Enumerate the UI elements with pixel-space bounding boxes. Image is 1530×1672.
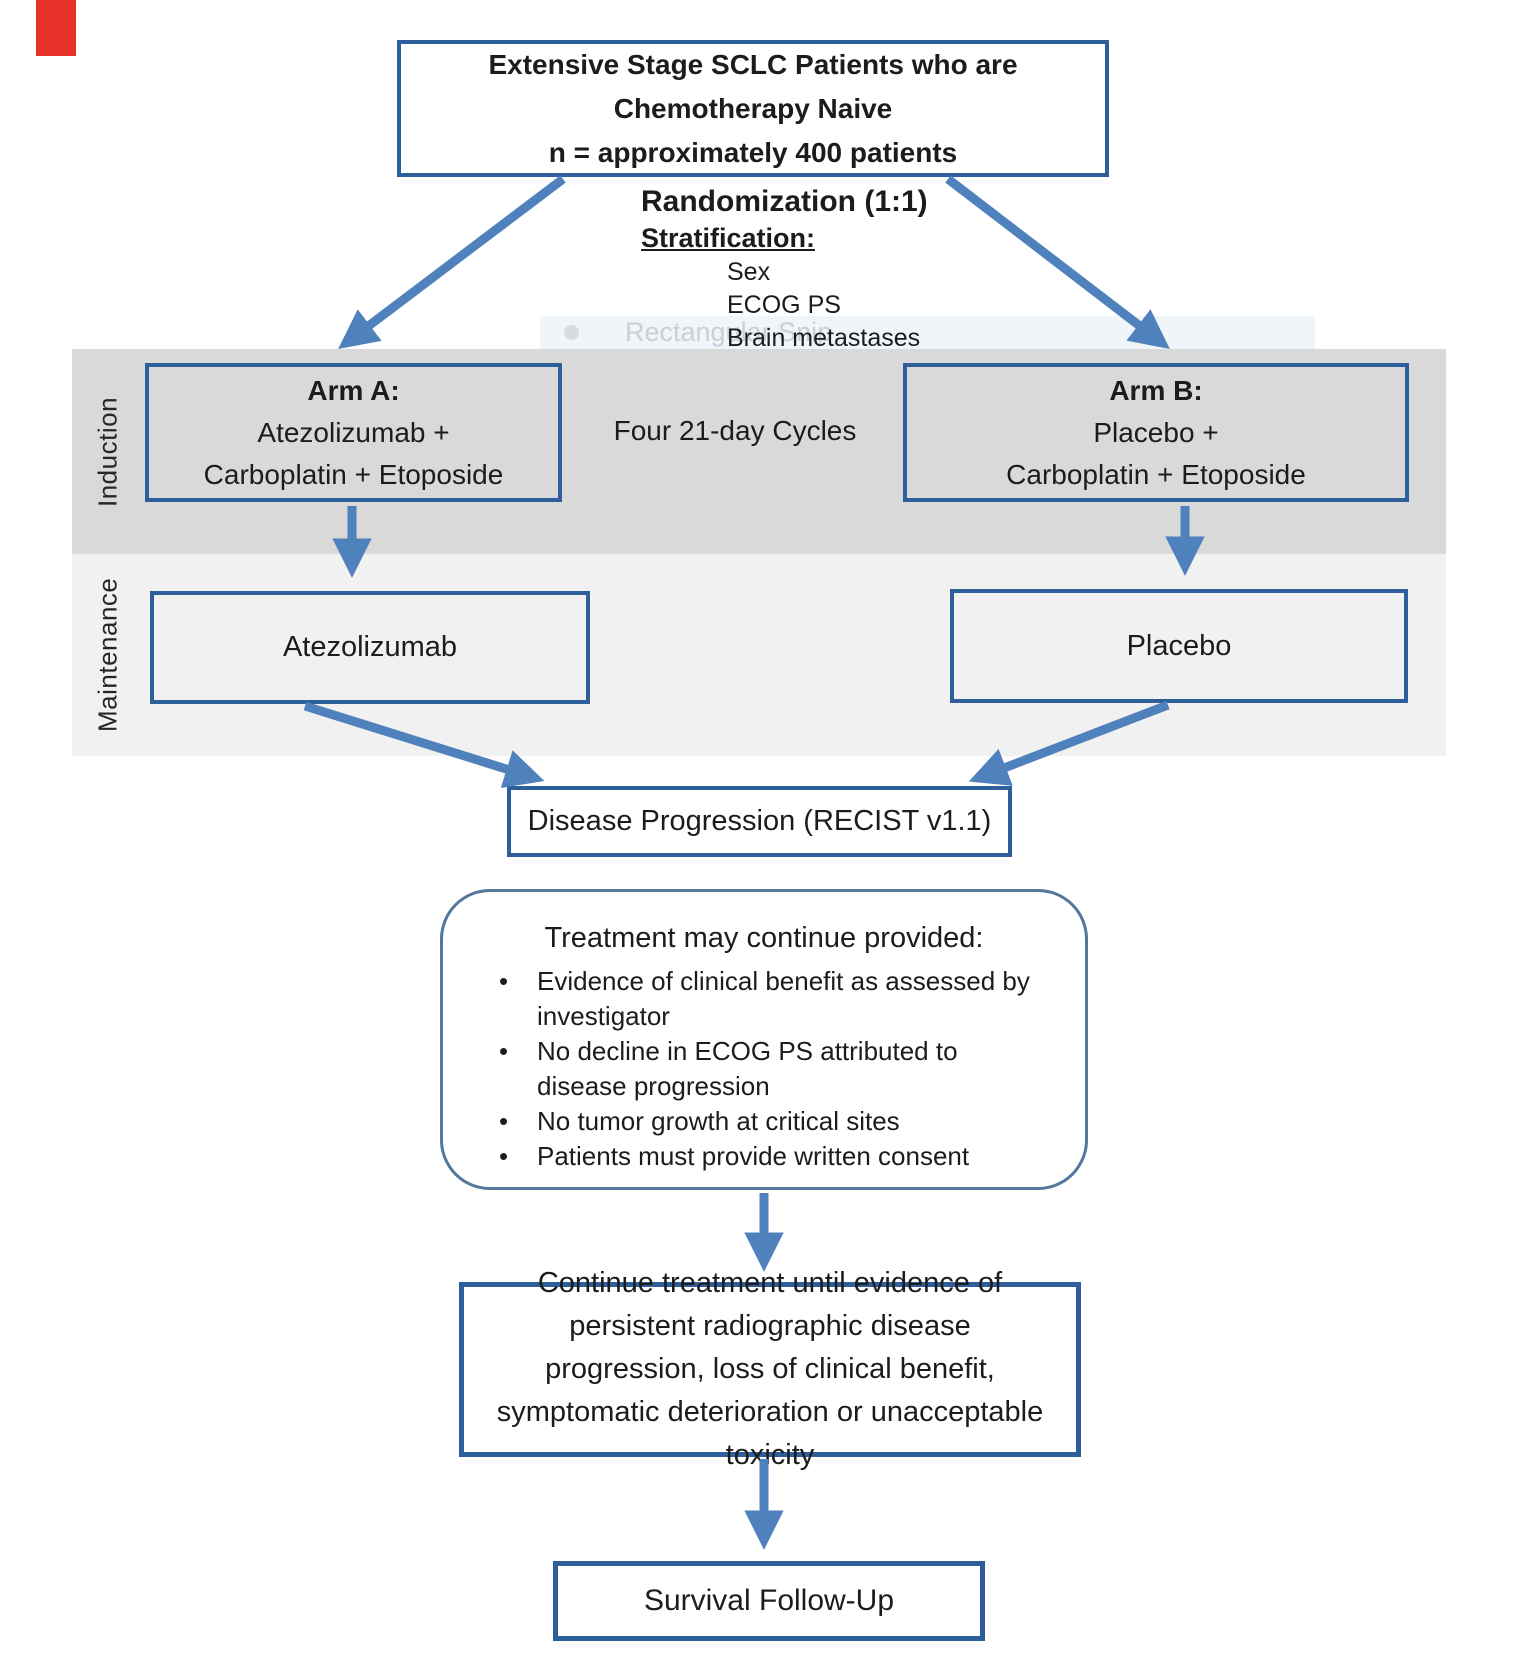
maintenance-atezolizumab-box: Atezolizumab: [150, 591, 590, 704]
bullet-icon: •: [499, 1141, 509, 1171]
arm-a-line-2: Carboplatin + Etoposide: [203, 458, 504, 490]
bullet-icon: •: [499, 1036, 509, 1066]
survival-followup-label: Survival Follow-Up: [643, 1584, 895, 1617]
snip-artifact-label: Rectangular Snip: [625, 317, 833, 347]
continue-treatment-box: Continue treatment until evidence of per…: [459, 1267, 1081, 1471]
list-item: • No tumor growth at critical sites: [443, 1104, 1085, 1139]
continue-treatment-text: Continue treatment until evidence of per…: [496, 1267, 1044, 1471]
stratification-label: Stratification:: [641, 223, 816, 253]
randomization-title: Randomization (1:1): [641, 185, 928, 218]
list-item: • No decline in ECOG PS attributed to di…: [443, 1034, 1085, 1104]
arm-a-induction-box: Arm A: Atezolizumab + Carboplatin + Etop…: [145, 363, 562, 502]
enrollment-line-1: Extensive Stage SCLC Patients who are: [488, 48, 1018, 80]
snip-icon: [564, 325, 579, 340]
cycles-label: Four 21-day Cycles: [613, 415, 857, 446]
arm-b-induction-box: Arm B: Placebo + Carboplatin + Etoposide: [903, 363, 1409, 502]
bullet-icon: •: [499, 1106, 509, 1136]
arm-a-line-1: Atezolizumab +: [257, 416, 450, 448]
disease-progression-label: Disease Progression (RECIST v1.1): [527, 805, 992, 837]
disease-progression-box: Disease Progression (RECIST v1.1): [507, 786, 1012, 857]
arm-b-line-1: Placebo +: [1093, 416, 1219, 448]
treatment-criteria-title: Treatment may continue provided:: [544, 922, 984, 954]
arrow-randomization-to-arm-a: [338, 175, 566, 349]
snipping-tool-artifact: Rectangular Snip: [540, 316, 1315, 349]
maintenance-placebo-label: Placebo: [1126, 629, 1232, 662]
treatment-criteria-box: Treatment may continue provided: • Evide…: [440, 889, 1088, 1190]
maintenance-placebo-box: Placebo: [950, 589, 1408, 703]
survival-followup-box: Survival Follow-Up: [553, 1561, 985, 1641]
list-item: • Patients must provide written consent: [443, 1139, 1085, 1174]
enrollment-box: Extensive Stage SCLC Patients who are Ch…: [397, 40, 1109, 177]
red-marker-artifact: [36, 0, 76, 56]
stratification-factor-ecog: ECOG PS: [727, 291, 841, 319]
maintenance-phase-label: Maintenance: [92, 577, 123, 733]
arm-b-title: Arm B:: [1109, 374, 1203, 406]
stratification-factor-sex: Sex: [727, 258, 771, 286]
randomization-block: Randomization (1:1) Stratification: Sex …: [641, 184, 928, 355]
list-item: • Evidence of clinical benefit as assess…: [443, 964, 1085, 1034]
enrollment-line-3: n = approximately 400 patients: [548, 136, 958, 168]
maintenance-atezolizumab-label: Atezolizumab: [282, 631, 458, 663]
induction-phase-label: Induction: [92, 396, 123, 507]
bullet-icon: •: [499, 966, 509, 996]
arm-a-title: Arm A:: [307, 374, 400, 406]
arm-b-line-2: Carboplatin + Etoposide: [1006, 458, 1306, 490]
treatment-criteria-list: • Evidence of clinical benefit as assess…: [443, 964, 1085, 1174]
stratification-factor-brain-mets: Brain metastases: [727, 324, 921, 352]
enrollment-line-2: Chemotherapy Naive: [613, 92, 893, 124]
